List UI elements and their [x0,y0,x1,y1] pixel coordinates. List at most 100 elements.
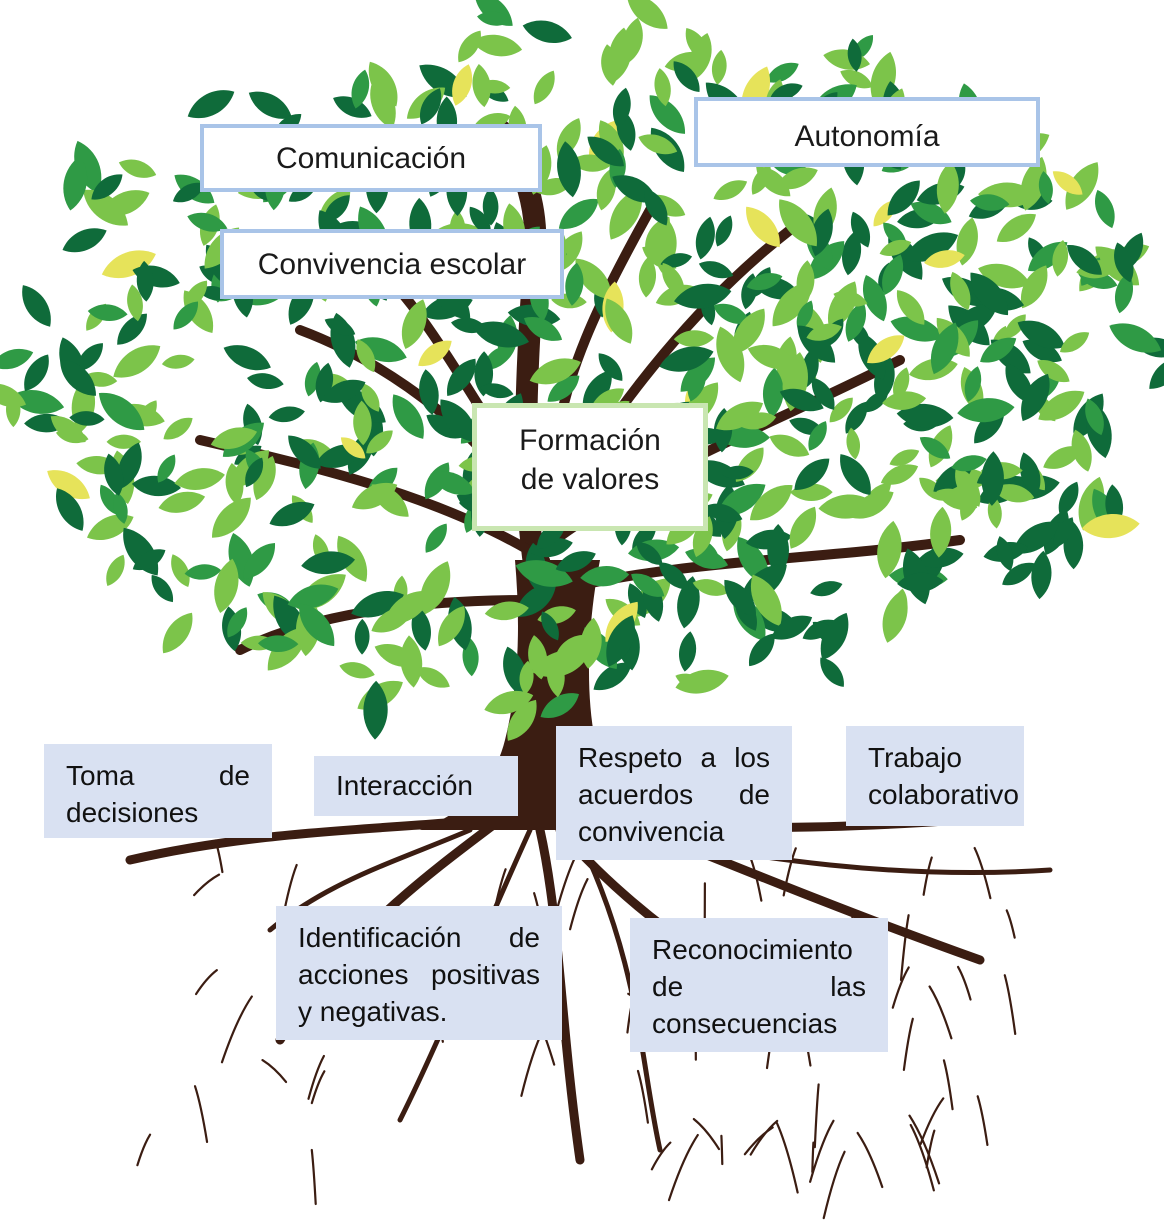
leaf [1149,357,1164,389]
leaf [806,323,842,341]
leaf [351,591,404,618]
leaf [609,188,642,240]
leaf [747,344,797,370]
rootlet [976,1095,989,1147]
rootlet [307,1054,326,1100]
leaf [299,603,335,647]
leaf [847,38,862,72]
leaf [889,449,920,466]
leaf [1052,240,1069,277]
leaf [91,174,123,200]
rootlet [813,1083,820,1149]
leaf [756,166,791,197]
leaf [354,337,407,363]
leaf [253,456,276,501]
leaf [746,273,783,290]
rootlet [811,1141,815,1174]
identificacion-acciones-text: Identificación de acciones positivas y n… [298,922,540,1027]
leaf [840,69,873,89]
leaf [416,667,450,688]
leaf [970,272,1009,316]
leaf [419,369,439,415]
leaf [9,390,65,414]
leaf [582,370,612,412]
leaf [420,88,442,125]
rootlet [973,846,992,900]
rootlet [310,1148,317,1206]
leaf [904,232,959,262]
comunicacion-text: Comunicación [275,141,467,175]
respeto-acuerdos-text: Respeto a los acuerdos de convivencia [578,742,770,847]
leaf [98,392,145,431]
leaf [321,379,366,403]
rootlet [908,1114,941,1185]
leaf [882,254,904,295]
leaf [674,283,732,309]
leaf [366,430,393,454]
rootlet [922,856,933,896]
rootlet [1003,974,1017,1036]
leaf [351,69,370,109]
leaf [770,83,803,100]
leaf [447,358,476,396]
leaf [846,427,861,460]
leaf [131,475,181,497]
leaf [636,542,663,565]
leaf [214,558,239,613]
rootlet [856,1131,884,1189]
trabajo-colaborativo-text: Trabajo colaborativo [868,742,1019,810]
leaf [936,161,959,214]
leaf [1094,189,1115,229]
leaf [482,187,499,226]
leaf [371,484,409,517]
leaf [919,436,951,459]
leaf [638,134,678,155]
rootlet [261,1059,288,1084]
leaf [288,435,321,469]
leaf [69,411,105,426]
leaf [529,358,581,385]
leaf [713,303,750,324]
leaf [540,693,579,718]
leaf [353,400,372,446]
leaf [587,136,624,167]
leaf [622,17,643,64]
leaf [601,44,619,86]
leaf [333,96,372,118]
leaf [174,468,225,491]
leaf [210,427,258,449]
leaf [964,366,982,402]
rootlet [310,1070,326,1105]
leaf [880,464,919,485]
leaf [1038,171,1053,204]
leaf [673,330,715,347]
leaf [936,488,978,511]
leaf [1002,562,1035,586]
leaf [117,313,147,345]
leaf [1037,360,1070,383]
leaf [339,662,375,679]
rootlet [220,995,253,1064]
leaf [750,574,782,627]
leaf [1081,513,1140,539]
autonomia-label: Autonomía [694,97,1040,167]
leaf [685,27,708,62]
leaf [605,298,633,344]
leaf [840,454,871,496]
leaf [469,206,491,235]
rootlet [909,1123,935,1192]
leaf [771,615,813,640]
leaf [698,261,734,279]
rootlet [899,914,910,982]
rootlet [692,1118,721,1151]
leaf [484,601,529,621]
leaf [524,317,563,341]
leaf [950,271,971,311]
leaf [101,190,150,216]
toma-decisiones-label: Toma de decisiones [44,744,272,838]
leaf [533,70,555,105]
leaf [796,300,814,331]
leaf [392,394,424,439]
leaf [887,180,920,216]
